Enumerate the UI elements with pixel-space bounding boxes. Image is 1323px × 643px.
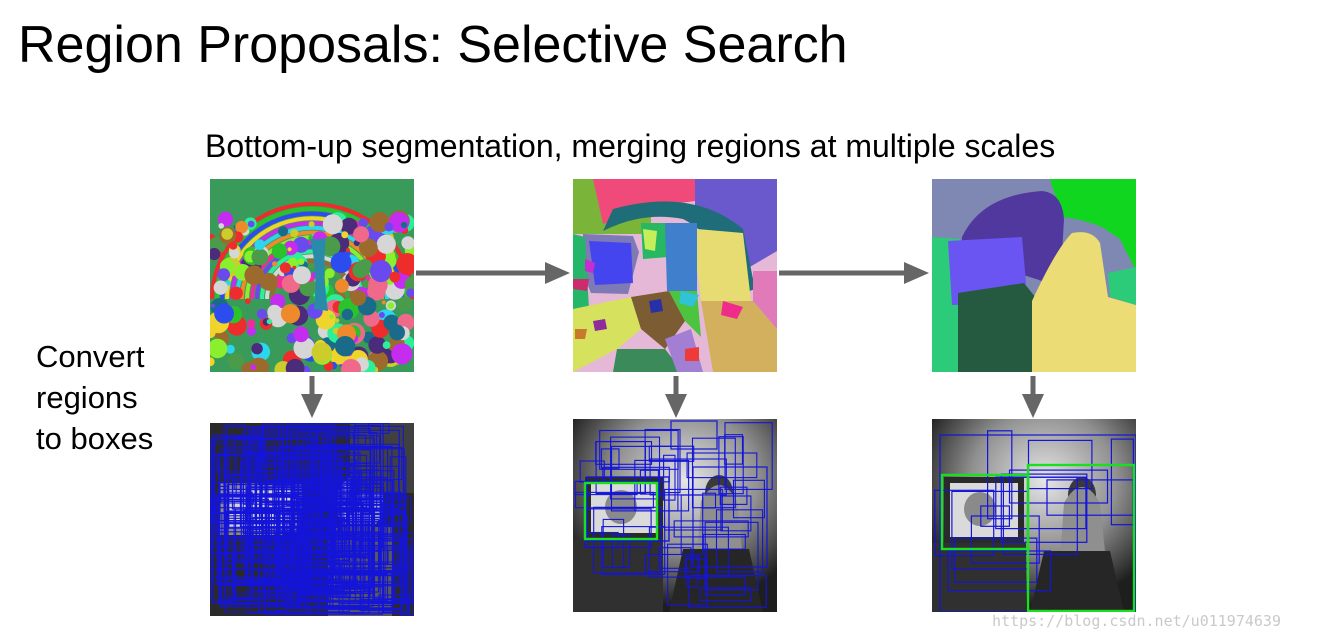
arrow-medium-to-coarse — [779, 262, 929, 284]
arrow-medium-down — [665, 376, 687, 418]
segmentation-fine-image — [210, 179, 414, 372]
boxes-coarse-image — [932, 419, 1136, 612]
convert-label-line-3: to boxes — [36, 421, 154, 456]
convert-label-line-2: regions — [36, 380, 138, 415]
segmentation-medium-image — [573, 179, 777, 372]
convert-label-line-1: Convert — [36, 339, 145, 374]
slide-title: Region Proposals: Selective Search — [18, 16, 848, 74]
slide-subtitle: Bottom-up segmentation, merging regions … — [205, 128, 1056, 164]
convert-label: Convert regions to boxes — [36, 336, 153, 459]
arrow-fine-down — [301, 376, 323, 418]
boxes-medium-image — [573, 419, 777, 612]
watermark-url: https://blog.csdn.net/u011974639 — [992, 612, 1281, 630]
boxes-fine-image — [210, 423, 414, 616]
arrow-fine-to-medium — [416, 262, 570, 284]
arrow-coarse-down — [1022, 376, 1044, 418]
segmentation-coarse-image — [932, 179, 1136, 372]
